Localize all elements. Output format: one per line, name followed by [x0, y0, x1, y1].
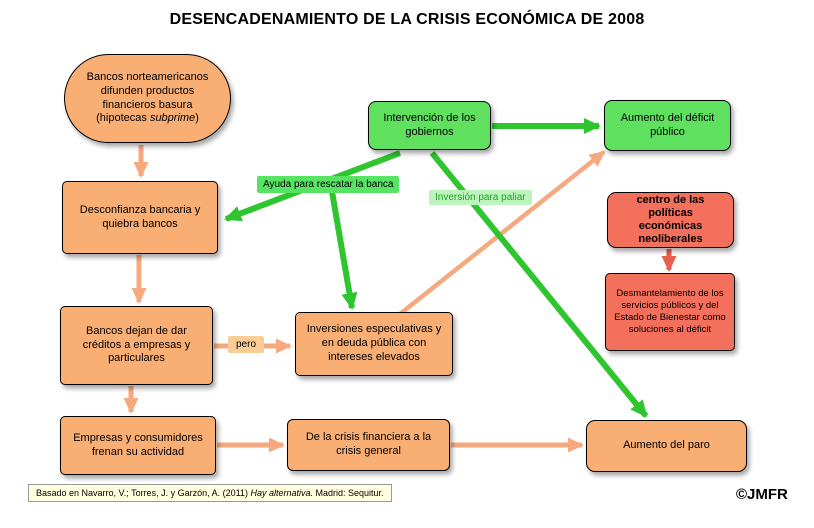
node-bancos-creditos: Bancos dejan de dar créditos a empresas …	[60, 306, 213, 385]
node-subprime-banks-label: Bancos norteamericanos difunden producto…	[86, 71, 209, 125]
node-desmantelamiento-label: Desmantelamiento de los servicios públic…	[614, 288, 726, 335]
copyright-signature: ©JMFR	[736, 486, 788, 503]
node-intervencion-gobiernos-label: Intervención de los gobiernos	[383, 111, 476, 138]
node-inversiones-especulativas: Inversiones especulativas y en deuda púb…	[295, 312, 453, 376]
node-empresas-consumidores-label: Empresas y consumidores frenan su activi…	[73, 431, 203, 458]
node-aumento-deficit: Aumento del déficit público	[604, 100, 731, 151]
node-subprime-banks: Bancos norteamericanos difunden producto…	[64, 54, 231, 143]
edge-label-ayuda-rescatar-banca: Ayuda para rescatar la banca	[257, 176, 400, 193]
arrow-inversiones-to-deficit	[398, 150, 606, 316]
node-intervencion-gobiernos: Intervención de los gobiernos	[368, 101, 491, 150]
node-aumento-paro: Aumento del paro	[586, 420, 747, 472]
edge-label-pero: pero	[228, 336, 265, 353]
node-bancos-creditos-label: Bancos dejan de dar créditos a empresas …	[82, 324, 191, 365]
diagram-title: DESENCADENAMIENTO DE LA CRISIS ECONÓMICA…	[169, 11, 645, 28]
node-desconfianza-bancaria-label: Desconfianza bancaria y quiebra bancos	[79, 203, 201, 230]
edge-label-inversion-para-paliar: Inversión para paliar	[429, 190, 532, 205]
node-desmantelamiento: Desmantelamiento de los servicios públic…	[605, 273, 735, 351]
node-empresas-consumidores: Empresas y consumidores frenan su activi…	[60, 416, 216, 475]
node-aumento-paro-label: Aumento del paro	[623, 439, 710, 452]
node-crisis-general-label: De la crisis financiera a la crisis gene…	[305, 431, 432, 457]
node-crisis-general: De la crisis financiera a la crisis gene…	[287, 419, 450, 471]
node-inversiones-especulativas-label: Inversiones especulativas y en deuda púb…	[306, 323, 442, 363]
node-centro-neoliberal-label: centro de las políticas económicas neoli…	[636, 193, 705, 246]
node-aumento-deficit-label: Aumento del déficit público	[620, 111, 715, 138]
source-footnote: Basado en Navarro, V.; Torres, J. y Garz…	[28, 484, 392, 502]
node-desconfianza-bancaria: Desconfianza bancaria y quiebra bancos	[62, 181, 218, 254]
node-centro-neoliberal: centro de las políticas económicas neoli…	[607, 192, 734, 248]
arrow-gobiernos-to-inversiones	[327, 179, 358, 310]
